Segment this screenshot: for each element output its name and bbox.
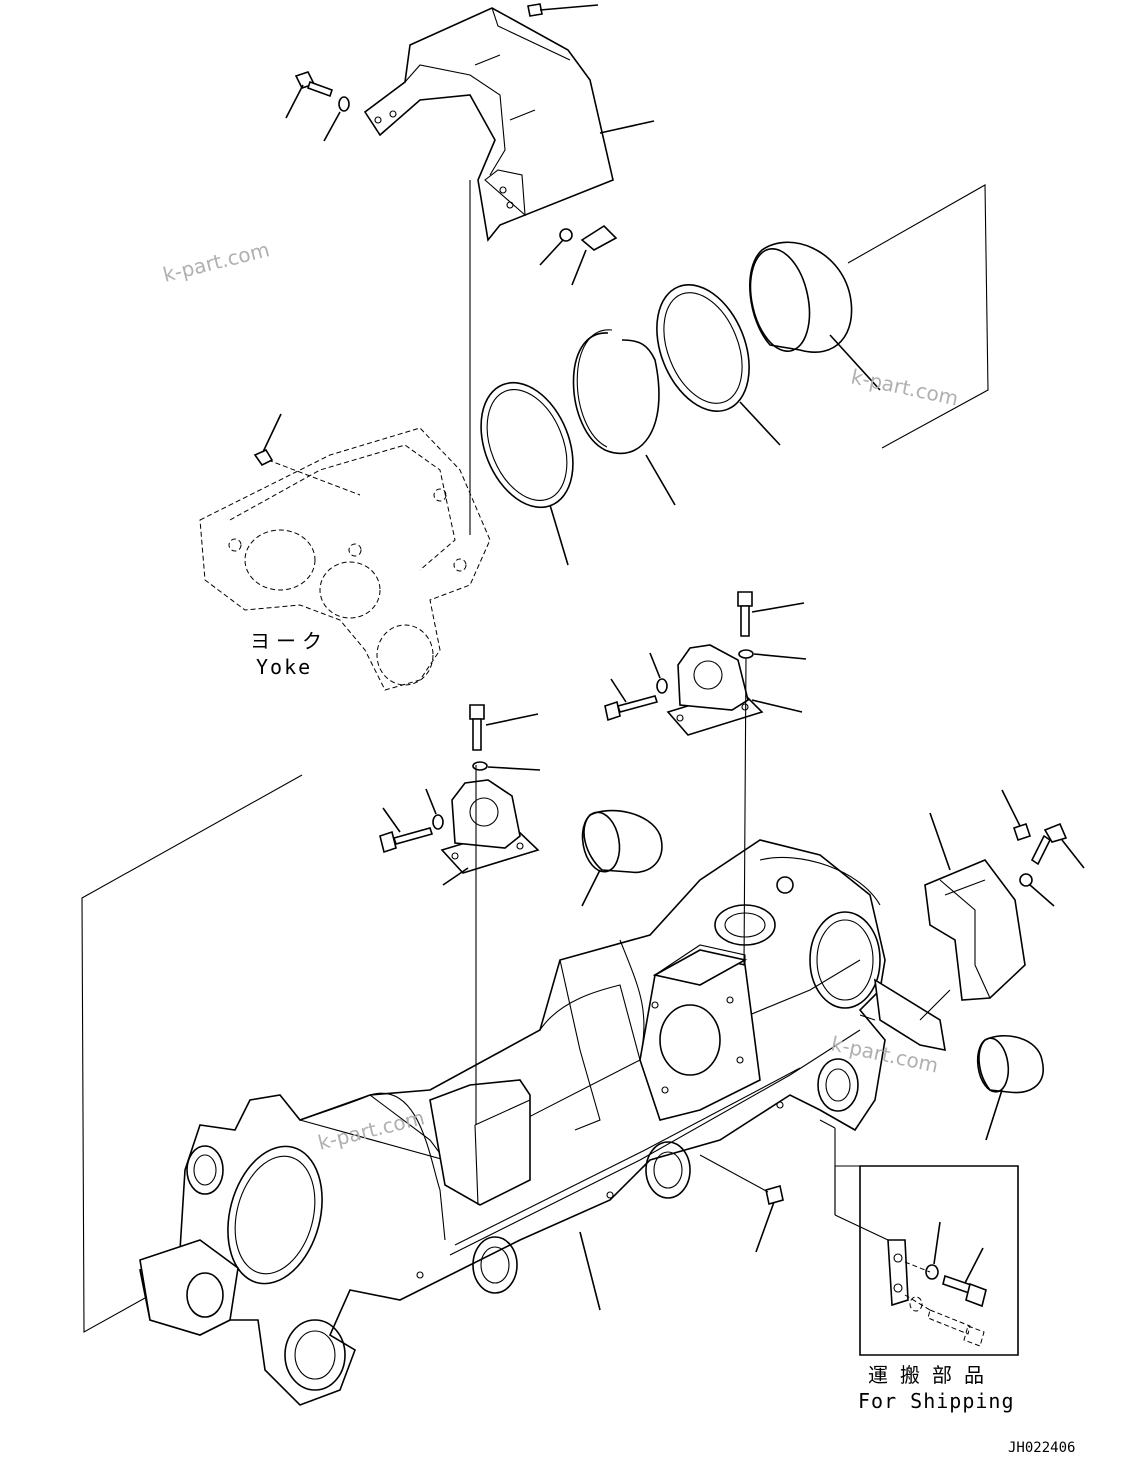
cover-washer-left [323,96,350,142]
shipping-label-en: For Shipping [858,1389,1015,1413]
upper-bolt-horizontal [604,678,659,722]
upper-bolt-vertical [737,591,805,637]
upper-washer-side [649,652,668,694]
cover-plug-top [527,3,599,17]
drawing-number: JH022406 [1008,1440,1075,1456]
yoke-label-jp: ヨーク [250,629,328,653]
pivot-bracket-upper [666,644,803,736]
right-guard-bolt [1030,822,1085,869]
right-guard-plug [1001,789,1032,842]
cover-bolt-right [571,224,618,286]
watermark: k-part.com [849,364,961,410]
watermark: k-part.com [160,237,271,287]
lower-bolt-vertical [469,704,539,751]
track-frame [139,839,946,1406]
right-guard [924,812,1026,1001]
yoke-plug [253,413,282,467]
upper-washer [738,649,807,660]
snap-ring [572,329,676,506]
pivot-bracket-lower [440,779,540,886]
shipping-label-jp: 運搬部品 [868,1363,996,1387]
frame-plug [699,1154,784,1253]
seal-ring-1 [480,381,574,566]
cover-bolt-left [285,71,334,119]
bushing-top [749,184,989,449]
right-guard-washer [1019,873,1055,907]
yoke-label-en: Yoke [256,655,312,679]
shipping-parts-box [834,1165,1019,1356]
bushing-right [976,1035,1044,1141]
cover-washer-right [539,228,573,266]
yoke-phantom [199,427,491,691]
lower-washer [472,761,541,771]
bushing-mid [581,809,663,907]
lower-bolt-horizontal [379,807,434,854]
lower-washer-side [425,788,444,830]
seal-ring-2 [656,284,781,446]
guard-cover [363,7,614,242]
